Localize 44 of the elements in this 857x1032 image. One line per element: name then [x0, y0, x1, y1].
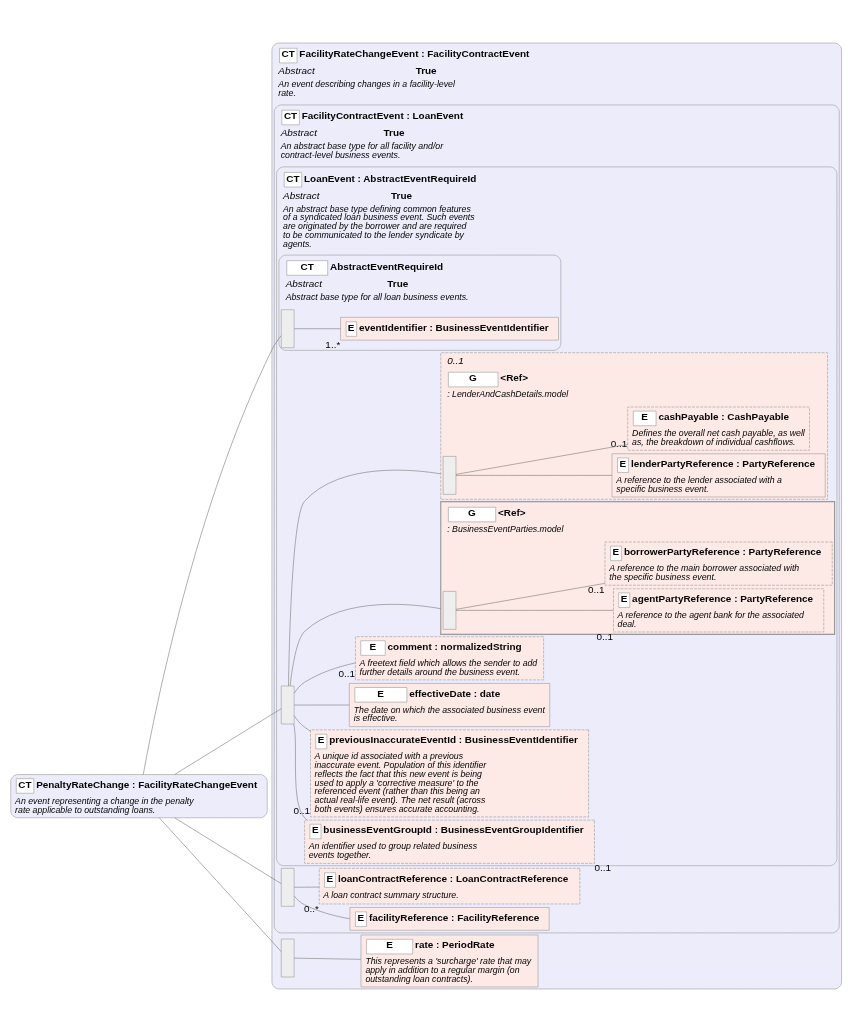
node-box: E agentPartyReference : PartyReference A reference to the agent bank for the associated deal. — [613, 588, 825, 633]
node-box: E lenderPartyReference : PartyReference A reference to the lender associated with a specific business event. — [611, 453, 826, 498]
connector — [293, 886, 320, 888]
connector — [159, 817, 282, 952]
node-label: 0..1 — [293, 804, 311, 816]
node-box: E rate : PeriodRate This represents a 'surcharge' rate that may apply in addition to a regular margin (on outstanding loan contracts). — [360, 934, 539, 988]
node-box — [280, 938, 295, 978]
node-box — [280, 685, 295, 725]
connector — [289, 604, 442, 687]
node-box — [442, 456, 457, 495]
node-label: 1..* — [325, 339, 341, 351]
node-label: 0..1 — [588, 584, 605, 596]
connector — [293, 328, 341, 330]
connector — [288, 469, 442, 687]
connector — [174, 708, 282, 775]
connector — [293, 957, 362, 960]
node-box: E businessEventGroupId : BusinessEventGroupIdentifier An identifier used to group related business events together. — [304, 819, 595, 864]
connector — [174, 817, 282, 884]
node-box: E cashPayable : CashPayable Defines the overall net cash payable, as well as, the breakdown of individual cashflows. — [627, 406, 810, 451]
node-label: 0..1 — [447, 355, 464, 367]
connector — [293, 662, 356, 694]
node-label: 0..* — [304, 902, 319, 914]
connector — [293, 704, 350, 706]
node-box: CT PenaltyRateChange : FacilityRateChangeEvent An event representing a change in the penalty rate applicable to outstanding loans. — [10, 774, 268, 819]
connector — [455, 610, 614, 611]
connector — [293, 895, 351, 920]
connector — [455, 583, 606, 610]
node-box: E loanContractReference : LoanContractReference A loan contract summary structure. — [318, 868, 581, 905]
node-box — [442, 591, 457, 630]
node-label: 0..1 — [610, 438, 628, 450]
node-box: E borrowerPartyReference : PartyReference A reference to the main borrower associated with the specific business event. — [604, 541, 833, 586]
connector — [455, 475, 613, 476]
node-box: E effectiveDate : date The date on which the associated business event is effective. — [349, 683, 551, 727]
connector — [143, 335, 282, 775]
node-box — [280, 309, 295, 348]
node-label: 0..1 — [338, 667, 356, 679]
node-box: E previousInaccurateEventId : BusinessEventIdentifier A unique id associated with a previous inaccurate event. Population of this identifier reflects the fact that this new event is being used to apply a 'corrective measure' to the referenced event (rather than this being an actual real-life event). The net result (across both events) ensures accurate accounting. — [310, 729, 589, 818]
node-box: E comment : normalizedString A freetext field which allows the sender to add further details around the business event. — [355, 636, 544, 681]
connector — [455, 444, 628, 475]
connector — [293, 715, 311, 732]
node-box: E facilityReference : FacilityReference — [349, 907, 550, 931]
connector — [293, 723, 308, 821]
node-box — [280, 868, 295, 907]
node-box: E eventIdentifier : BusinessEventIdentifier — [340, 317, 559, 341]
